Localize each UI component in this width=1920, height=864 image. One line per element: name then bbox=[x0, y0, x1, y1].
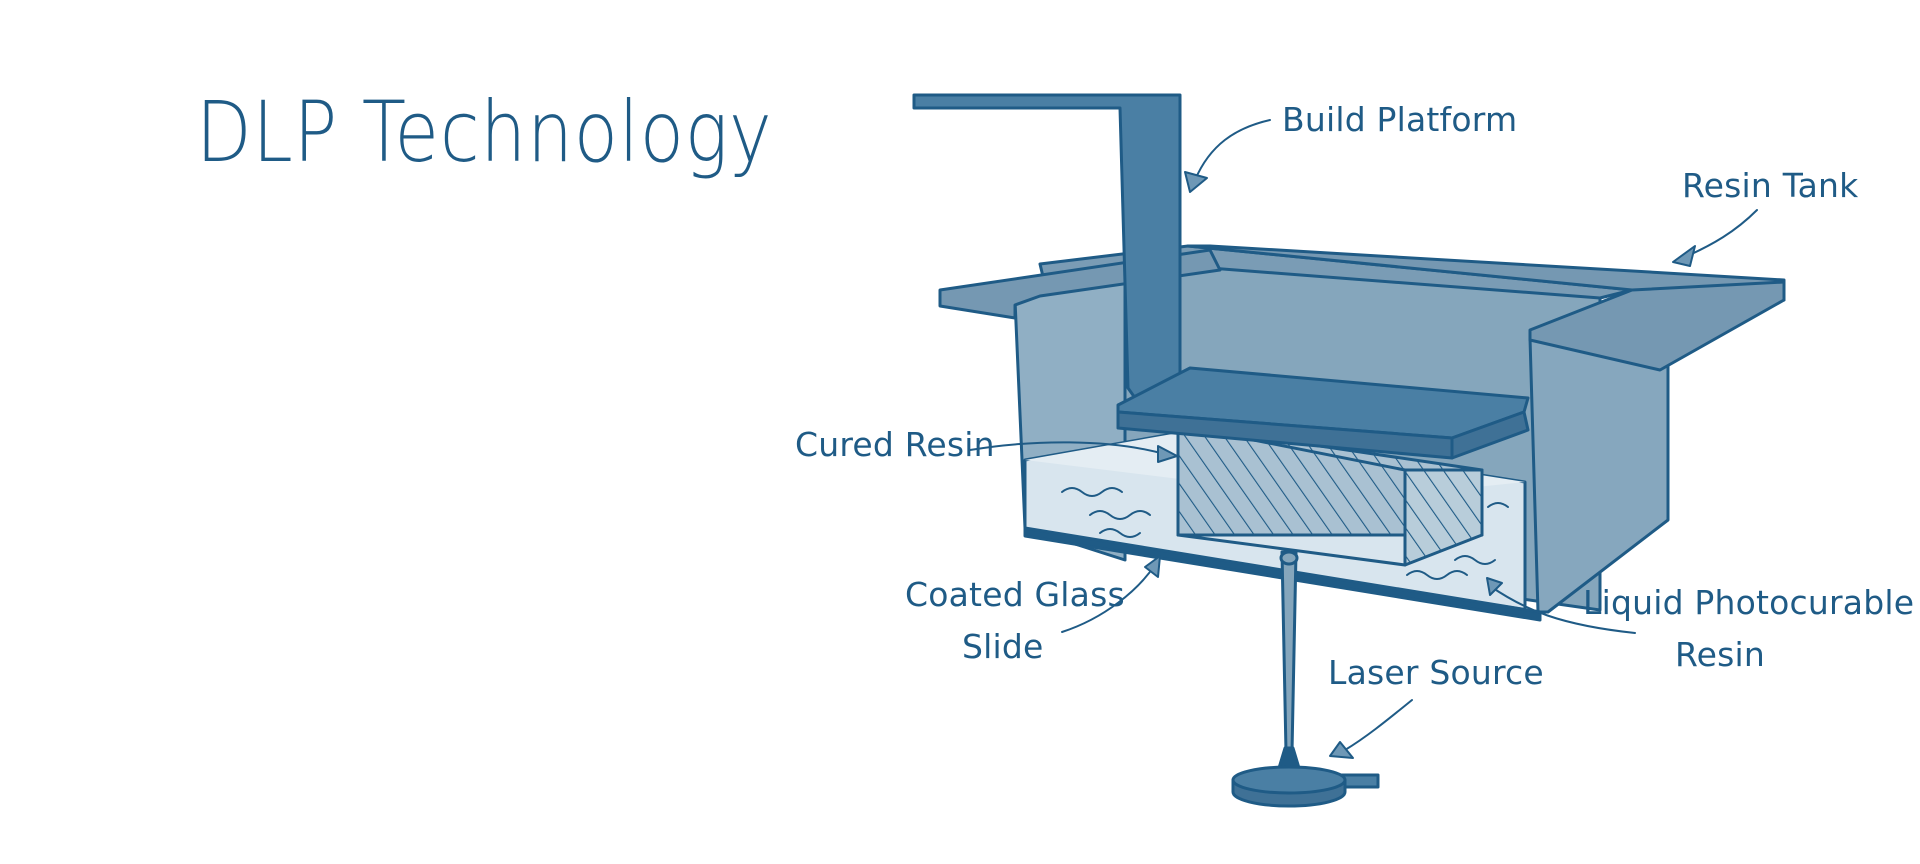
label-resin-tank: Resin Tank bbox=[1682, 166, 1859, 205]
label-laser-source: Laser Source bbox=[1328, 653, 1544, 692]
build-platform bbox=[912, 93, 1530, 460]
page-title: DLP Technology bbox=[196, 83, 773, 181]
leader-cured-resin bbox=[969, 441, 1178, 463]
label-coated-glass-line1: Coated Glass bbox=[905, 575, 1125, 614]
leader-laser-source bbox=[1329, 699, 1413, 759]
tank-right-wall bbox=[1528, 336, 1670, 614]
leader-build-platform bbox=[1184, 119, 1271, 193]
label-liquid-resin-line2: Resin bbox=[1675, 635, 1765, 674]
label-build-platform: Build Platform bbox=[1282, 100, 1517, 139]
tank-rim-right bbox=[1528, 280, 1786, 372]
laser-beam bbox=[1280, 550, 1298, 754]
label-liquid-resin-line1: Liquid Photocurable bbox=[1583, 583, 1914, 622]
laser-source bbox=[1231, 550, 1380, 808]
leader-coated-glass bbox=[1061, 555, 1161, 633]
cured-resin-block bbox=[1176, 423, 1484, 567]
leader-resin-tank bbox=[1672, 209, 1758, 267]
label-cured-resin: Cured Resin bbox=[795, 425, 995, 464]
label-coated-glass-line2: Slide bbox=[962, 627, 1044, 666]
leader-liquid-resin bbox=[1486, 577, 1636, 634]
